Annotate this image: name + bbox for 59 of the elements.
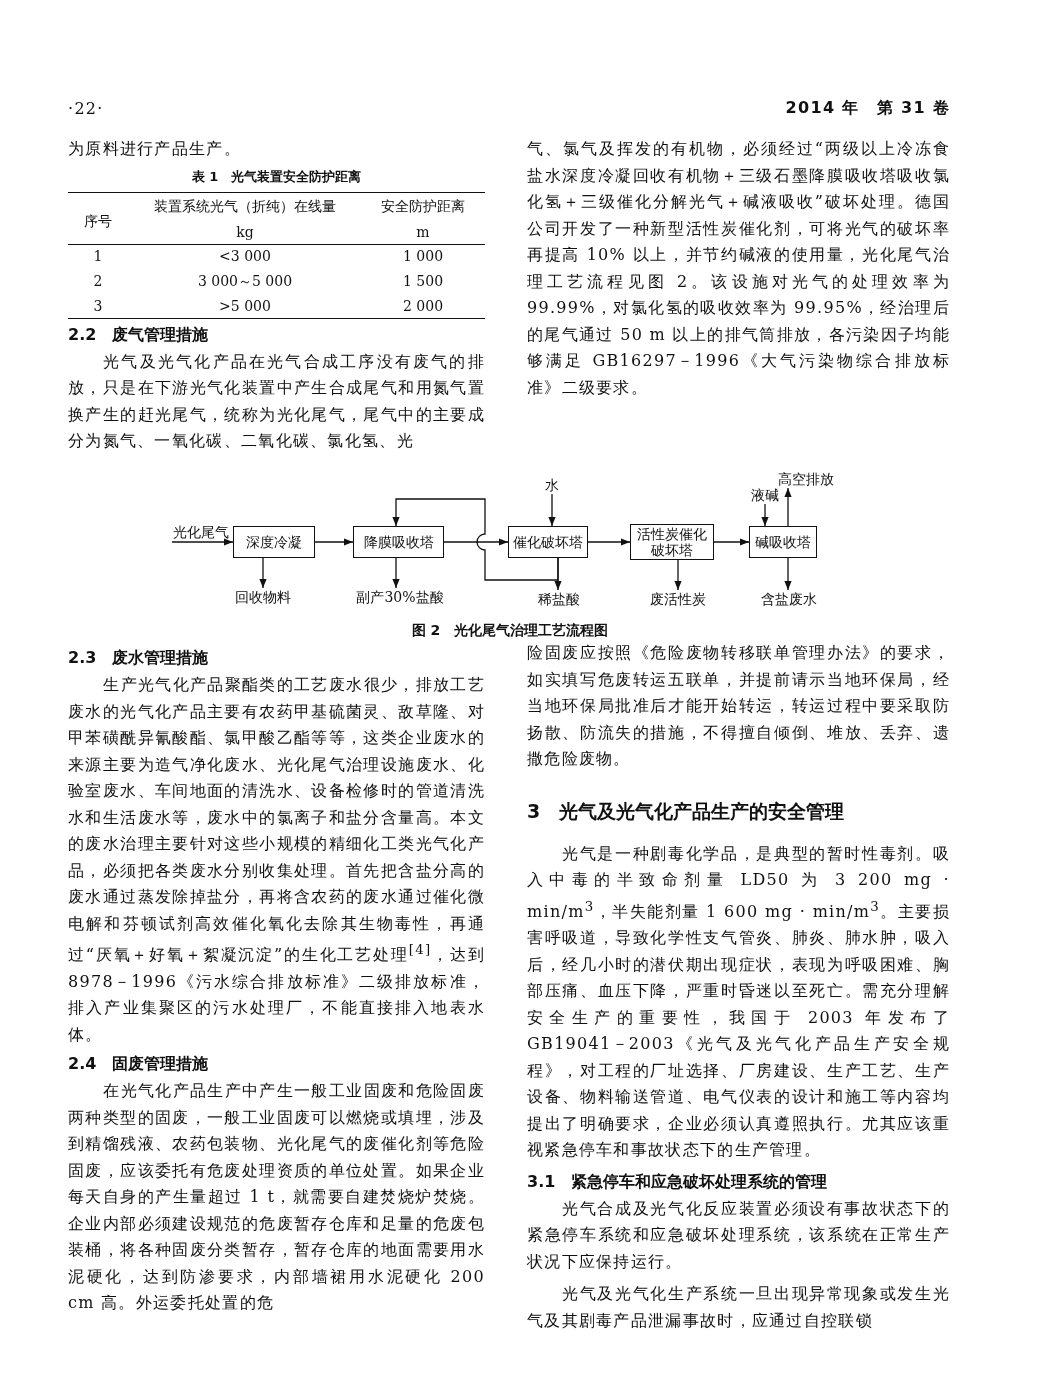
section-heading: 2.4 固废管理措施: [68, 1053, 210, 1076]
section-heading: 2.2 废气管理措施: [68, 323, 210, 346]
section-heading: 3.1 紧急停车和应急破坏处理系统的管理: [527, 1170, 829, 1193]
flow-label: 废活性炭: [648, 590, 708, 608]
arrow: [443, 538, 509, 546]
arrow: [548, 493, 556, 527]
flow-label: 稀盐酸: [537, 590, 581, 608]
arrow: [784, 557, 792, 591]
process-box: 活性炭催化破坏塔: [630, 524, 714, 560]
volume-info: 2014 年 第 31 卷: [785, 97, 950, 119]
process-box: 催化破坏塔: [508, 526, 588, 558]
flow-label: 水: [543, 476, 561, 494]
section-heading: 2.3 废水管理措施: [68, 647, 210, 669]
table-cell: 3 000～5 000: [197, 271, 293, 290]
arrow: [259, 557, 267, 589]
table-header-cell: kg: [236, 222, 254, 241]
table-cell: 2 000: [402, 296, 444, 315]
body-paragraph: 险固废应按照《危险废物转移联单管理办法》的要求，如实填写危废转运五联单，并提前请示当地环保局，经当地环保局批准后才能开始转运，转运过程中要采取防扬散、防流失的措施，不得擅自倾倒、堆放、丢弃、遗撒危险废物。: [527, 642, 950, 770]
body-paragraph: 光气及光气化生产系统一旦出现异常现象或发生光气及其剧毒产品泄漏事故时，应通过自控联锁: [527, 1283, 950, 1332]
table-title: 表 1 光气装置安全防护距离: [190, 167, 363, 186]
flow-label: 液碱: [747, 486, 783, 504]
flow-label: 副产30%盐酸: [352, 588, 448, 606]
arrow: [784, 487, 792, 527]
arrow: [392, 557, 400, 589]
table-cell: 3: [93, 296, 103, 315]
flow-label: 光化尾气: [172, 522, 230, 542]
table-cell: <3 000: [219, 246, 271, 265]
body-paragraph: 光气及光气化产品在光气合成工序没有废气的排放，只是在下游光气化装置中产生合成尾气和用氮气置换产生的赶光尾气，统称为光化尾气，尾气中的主要成分为氮气、一氧化碳、二氧化碳、氯化氢、光: [68, 350, 485, 452]
arrow: [713, 538, 750, 546]
arrow: [392, 498, 559, 581]
table-header-cell: m: [416, 222, 430, 241]
table-header-cell: 序号: [84, 211, 112, 230]
table-cell: 1: [93, 246, 103, 265]
body-paragraph: 气、氯气及挥发的有机物，必须经过“两级以上冷冻食盐水深度冷凝回收有机物＋三级石墨降膜吸收塔吸收氯化氢＋三级催化分解光气＋碱液吸收”破坏处理。德国公司开发了一种新型活性炭催化剂，可将光气的破坏率再提高 10% 以上，并节约碱液的使用量，光化尾气治理工艺流程见图 2。该设施对光气的处理效率为 99.99%，对氯化氢的吸收效率为 99.95%，经治理后的尾气通过 50 m 以上的排气筒排放，各污染因子均能够满足 GB16297－1996《大气污染物综合排放标准》二级要求。: [527, 138, 950, 399]
arrow: [314, 538, 354, 546]
page-number: ·22·: [68, 98, 104, 120]
body-paragraph: 光气是一种剧毒化学品，是典型的暂时性毒剂。吸入中毒的半致命剂量 LD50 为 3 200 mg · min/m$^{3}$，半失能剂量 1 600 mg · min/m$^{3}$。主要损害呼吸道，导致化学性支气管炎、肺炎、肺水肿，吸入后，经几小时的潜伏期出现症状，表现为呼吸困难、胸部压痛、血压下降，严重时昏迷以至死亡。需充分理解安全生产的重要性，我国于 2003 年发布了 GB19041－2003《光气及光气化产品生产安全规程》，对工程的厂址选择、厂房建设、生产工艺、生产设备、物料输送管道、电气仪表的设计和施工等内容均提出了明确要求，企业必须认真遵照执行。尤其应该重视紧急停车和事故状态下的生产管理。: [527, 842, 950, 1162]
process-box: 碱吸收塔: [749, 526, 817, 558]
table-header-cell: 安全防护距离: [381, 196, 465, 215]
body-paragraph: 为原料进行产品生产。: [68, 138, 242, 160]
figure-caption: 图 2 光化尾气治理工艺流程图: [410, 621, 610, 640]
process-box: 深度冷凝: [233, 526, 315, 558]
arrow: [587, 538, 631, 546]
flow-label: 回收物料: [233, 588, 293, 606]
table-cell: 2: [93, 271, 103, 290]
table-cell: 1 500: [402, 271, 444, 290]
process-box: 降膜吸收塔: [353, 526, 444, 558]
arrow: [761, 503, 769, 527]
body-paragraph: 在光气化产品生产中产生一般工业固废和危险固废两种类型的固废，一般工业固废可以燃烧或填埋，涉及到精馏残液、农药包装物、光化尾气的废催化剂等危险固废，应该委托有危废处理资质的单位处置。如果企业每天自身的产生量超过 1 t，就需要自建焚烧炉焚烧。企业内部必须建设规范的危废暂存仓库和足量的危废包装桶，将各种固废分类暂存，暂存仓库的地面需要用水泥硬化，达到防渗要求，内部墙裙用水泥硬化 200 cm 高。外运委托处置的危: [68, 1080, 485, 1315]
body-paragraph: 生产光气化产品聚酯类的工艺废水很少，排放工艺废水的光气化产品主要有农药甲基硫菌灵、敌草隆、对甲苯磺酰异氰酸酯、氯甲酸乙酯等等，这类企业废水的来源主要为造气净化废水、光化尾气治理设施废水、化验室废水、车间地面的清洗水、设备检修时的管道清洗水和生活废水等，废水中的氯离子和盐分含量高。本文的废水治理主要针对这些小规模的精细化工类光气化产品，必须把各类废水分别收集处理。首先把含盐分高的废水通过蒸发除掉盐分，再将含农药的废水通过催化微电解和芬顿试剂高效催化氧化去除其生物毒性，再通过“厌氧＋好氧＋絮凝沉淀”的生化工艺处理$^{[4]}$，达到 8978－1996《污水综合排放标准》二级排放标准，排入产业集聚区的污水处理厂，不能直接排入地表水体。: [68, 674, 485, 1046]
arrow: [171, 538, 234, 546]
flow-label: 高空排放: [776, 470, 836, 488]
table-cell: 1 000: [402, 246, 444, 265]
table-header-cell: 装置系统光气（折纯）在线量: [154, 196, 336, 215]
table-cell: >5 000: [219, 296, 271, 315]
flow-label: 含盐废水: [759, 590, 819, 608]
body-paragraph: 光气合成及光气化反应装置必须设有事故状态下的紧急停车系统和应急破坏处理系统，该系统在正常生产状况下应保持运行。: [527, 1197, 950, 1273]
arrow: [674, 559, 682, 591]
section-heading: 3 光气及光气化产品生产的安全管理: [527, 798, 846, 823]
